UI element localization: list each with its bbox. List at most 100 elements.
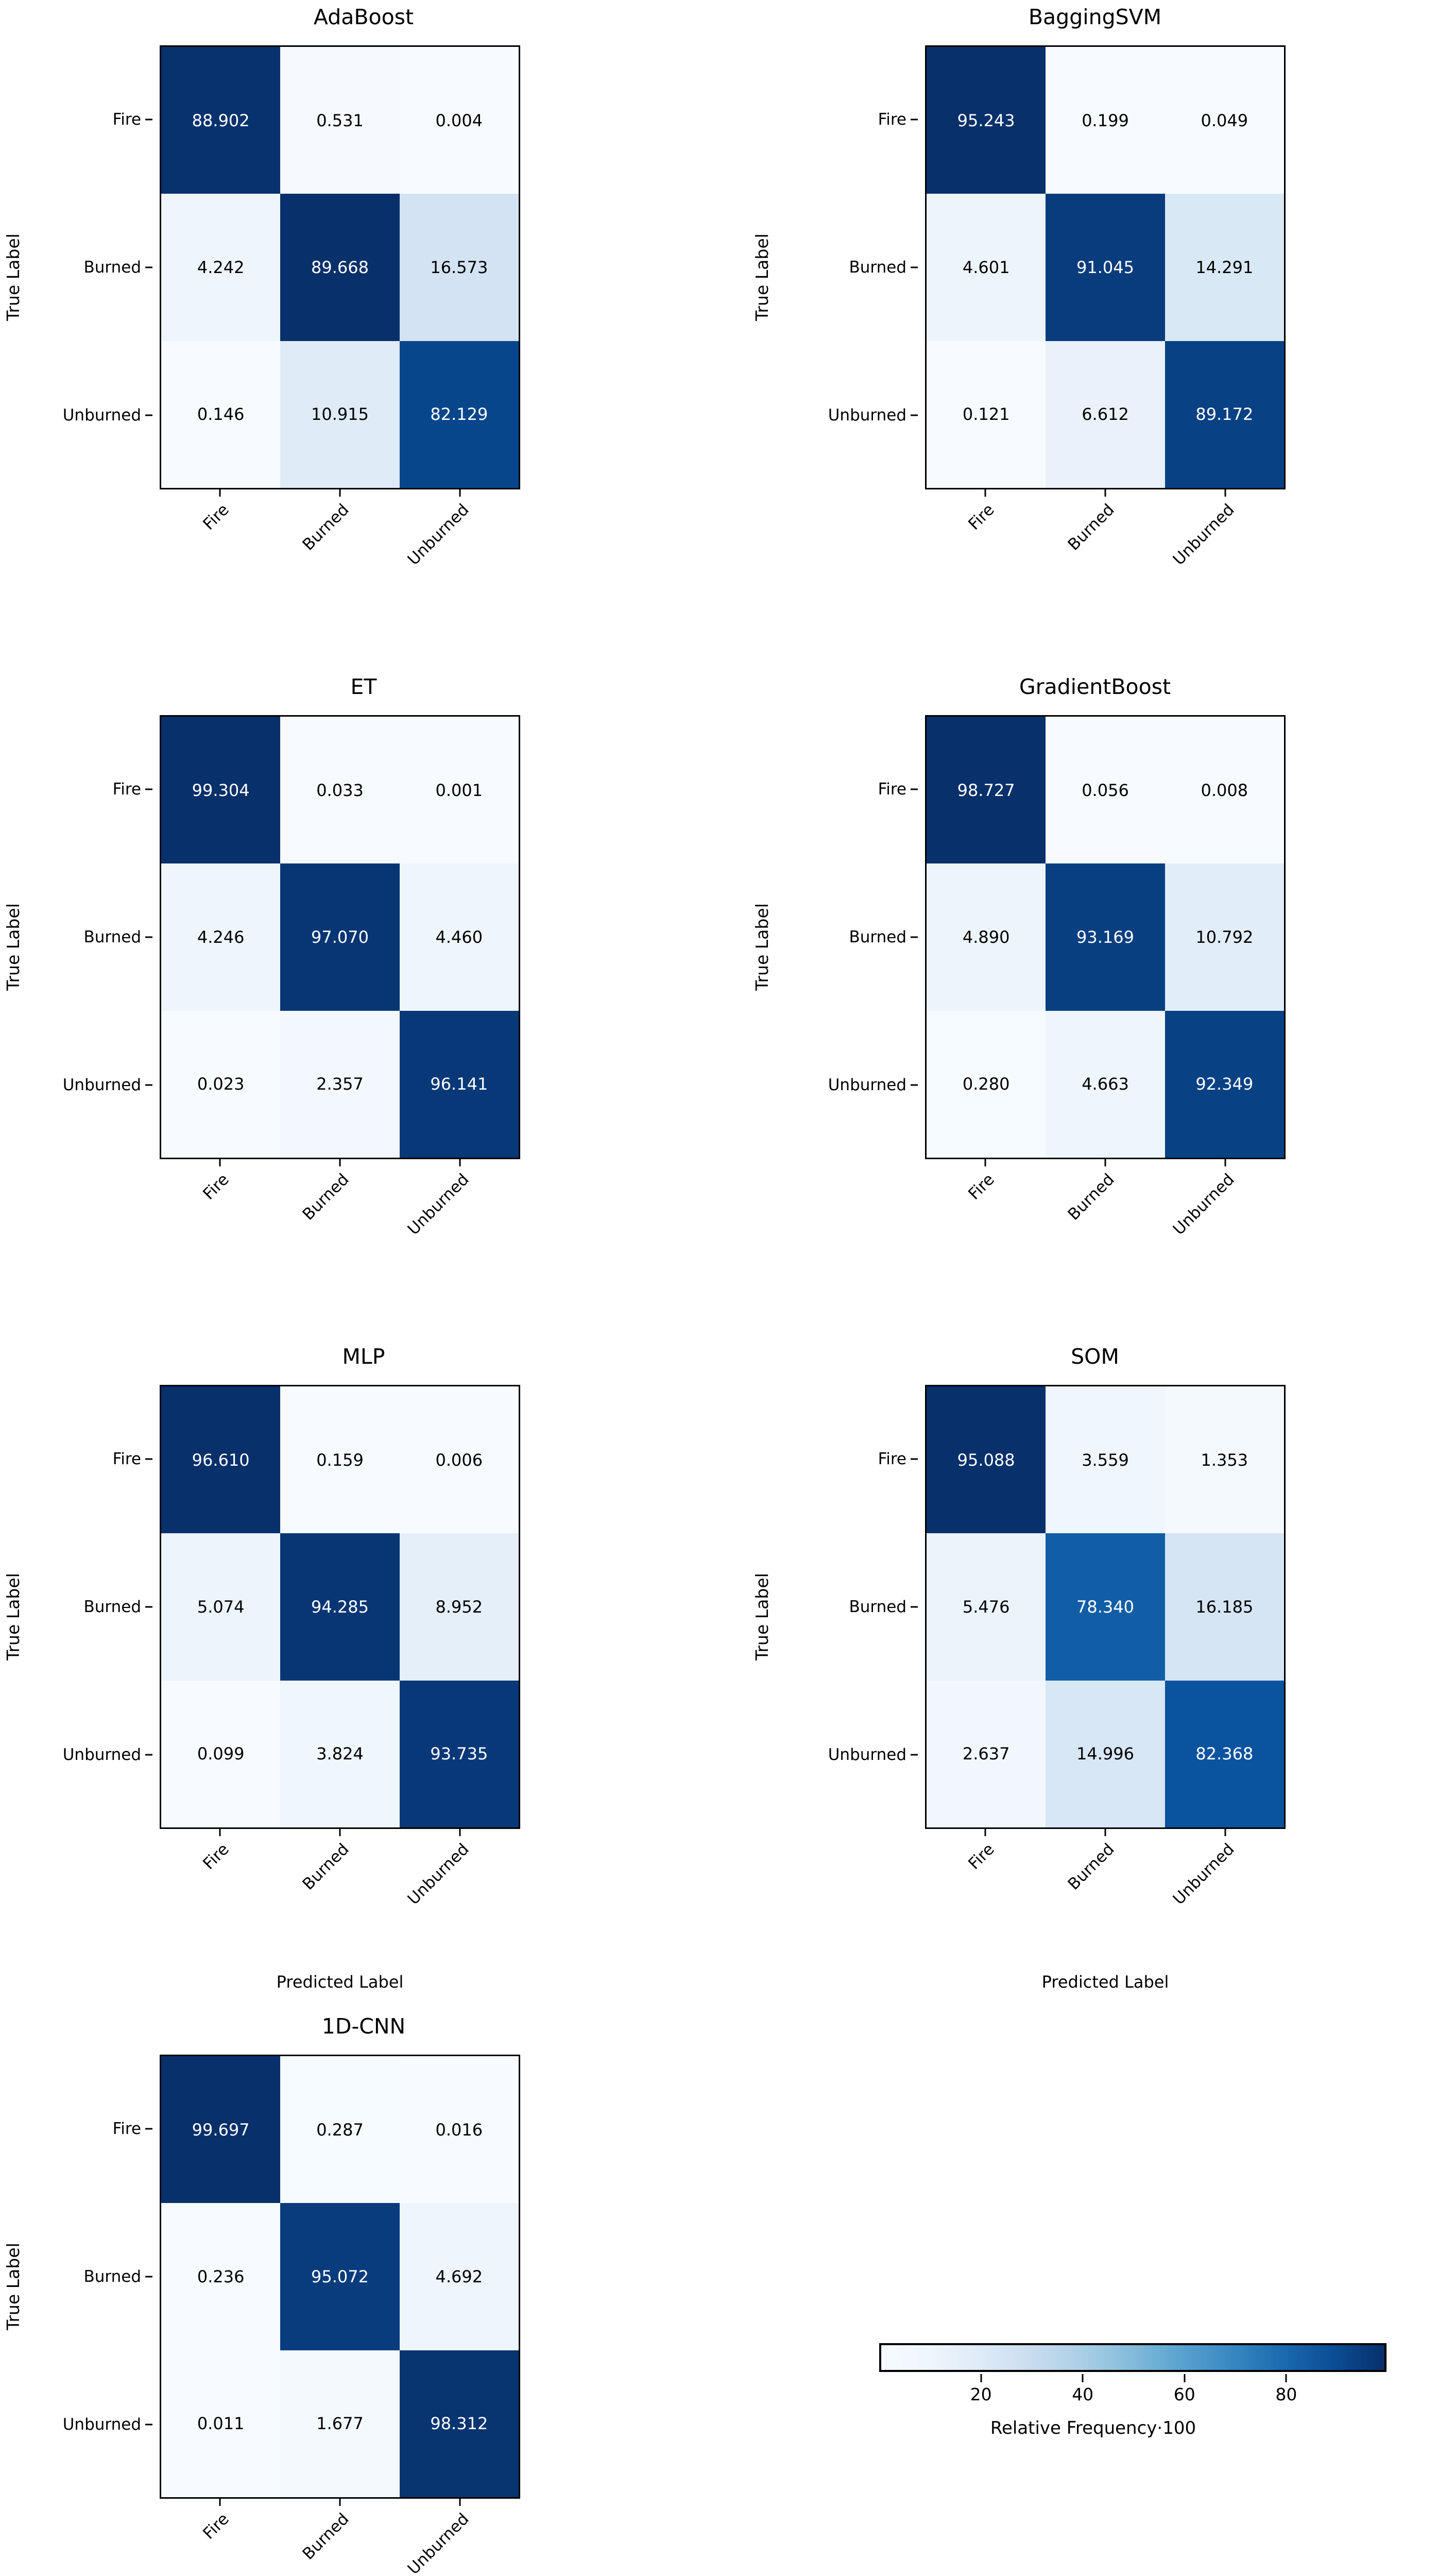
- x-tick-mark: [339, 1829, 341, 1836]
- heatmap-cell: 95.243: [927, 47, 1046, 194]
- heatmap-cell-value: 88.902: [192, 110, 250, 130]
- x-tick-mark: [1104, 1159, 1106, 1166]
- x-tick-label: Burned: [299, 2510, 353, 2564]
- heatmap-cell-value: 16.185: [1195, 1597, 1254, 1617]
- heatmap-cell-value: 4.663: [1082, 1074, 1129, 1094]
- heatmap-cell: 82.129: [399, 341, 519, 488]
- colorbar-tick-mark: [1184, 2374, 1186, 2382]
- heatmap-cell-value: 93.735: [430, 1744, 488, 1764]
- x-tick-mark: [459, 1159, 461, 1166]
- heatmap-cell: 3.559: [1046, 1386, 1165, 1534]
- y-tick-mark: [145, 118, 152, 121]
- y-tick-mark: [911, 936, 918, 938]
- heatmap-cell: 89.668: [280, 194, 400, 341]
- heatmap-cell-value: 98.312: [430, 2414, 488, 2434]
- heatmap-cell-value: 0.287: [316, 2120, 364, 2140]
- heatmap-cell: 97.070: [280, 863, 400, 1011]
- x-tick-label: Fire: [199, 2510, 233, 2543]
- heatmap-cell: 95.088: [927, 1386, 1046, 1534]
- heatmap-cell-value: 0.280: [962, 1074, 1010, 1094]
- x-tick-mark: [219, 1159, 221, 1166]
- colorbar-tick-label: 60: [1173, 2384, 1195, 2404]
- y-tick-mark: [145, 788, 152, 790]
- x-tick-mark: [219, 2499, 221, 2506]
- heatmap-cell: 10.915: [280, 341, 400, 488]
- heatmap-cell-value: 2.357: [316, 1074, 364, 1094]
- panel-title: SOM: [1071, 1344, 1119, 1369]
- heatmap-cell: 95.072: [280, 2203, 400, 2350]
- y-tick-label: Fire: [878, 779, 906, 799]
- y-tick-label: Burned: [83, 928, 141, 946]
- y-tick-mark: [911, 1458, 918, 1460]
- y-tick-mark: [911, 1606, 918, 1608]
- heatmap-cell: 4.242: [161, 194, 281, 341]
- panel-title: GradientBoost: [1019, 674, 1171, 699]
- heatmap-cell-value: 93.169: [1076, 927, 1134, 947]
- heatmap-cell: 0.099: [161, 1680, 281, 1827]
- x-tick-label: Unburned: [1169, 1170, 1239, 1239]
- heatmap-cell: 14.996: [1046, 1680, 1165, 1827]
- heatmap-cell-value: 0.016: [435, 2120, 483, 2140]
- heatmap-cell-value: 10.915: [311, 404, 369, 425]
- y-tick-label: Unburned: [62, 1076, 141, 1095]
- y-tick-mark: [145, 936, 152, 938]
- heatmap-cell: 0.146: [161, 341, 281, 488]
- heatmap-cell-value: 0.006: [435, 1450, 483, 1470]
- heatmap-cell: 0.006: [399, 1386, 519, 1534]
- y-tick-mark: [145, 2424, 152, 2426]
- y-tick-label: Burned: [83, 1598, 141, 1616]
- y-tick-label: Unburned: [62, 2415, 141, 2434]
- x-tick-mark: [339, 1159, 341, 1166]
- x-tick-mark: [219, 489, 221, 497]
- heatmap-cell: 0.049: [1165, 47, 1284, 194]
- heatmap-cell: 0.023: [161, 1010, 281, 1158]
- heatmap-cell-value: 0.001: [435, 780, 483, 800]
- heatmap-cell: 5.476: [927, 1533, 1046, 1681]
- heatmap-cell: 0.236: [161, 2203, 281, 2350]
- heatmap-cell: 96.610: [161, 1386, 281, 1534]
- heatmap-cell-value: 3.824: [316, 1744, 364, 1764]
- y-tick-mark: [145, 414, 152, 416]
- y-tick-label: Unburned: [828, 406, 906, 425]
- heatmap-cell-value: 78.340: [1076, 1597, 1134, 1617]
- heatmap-cell: 16.185: [1165, 1533, 1284, 1681]
- heatmap-cell-value: 0.049: [1201, 110, 1248, 130]
- heatmap-cell: 6.612: [1046, 341, 1165, 488]
- heatmap-cell-value: 0.121: [962, 404, 1010, 425]
- heatmap-cell-value: 0.033: [316, 780, 364, 800]
- heatmap-cell-value: 99.304: [192, 780, 250, 800]
- heatmap-cell-value: 4.692: [435, 2266, 483, 2286]
- y-tick-label: Fire: [112, 110, 141, 129]
- x-tick-mark: [339, 489, 341, 497]
- heatmap-cell: 98.312: [399, 2350, 519, 2497]
- colorbar-tick-label: 40: [1072, 2384, 1094, 2404]
- x-tick-mark: [984, 1159, 986, 1166]
- x-tick-mark: [984, 1829, 986, 1836]
- heatmap-cell: 96.141: [399, 1010, 519, 1158]
- y-tick-label: Fire: [112, 2119, 141, 2138]
- y-tick-mark: [145, 1084, 152, 1086]
- heatmap-cell-value: 2.637: [962, 1744, 1010, 1764]
- x-tick-label: Burned: [1064, 1170, 1118, 1224]
- heatmap-cell-value: 96.141: [430, 1074, 488, 1094]
- heatmap-cell: 93.735: [399, 1680, 519, 1827]
- x-tick-label: Burned: [299, 1170, 353, 1224]
- x-tick-mark: [1224, 1159, 1226, 1166]
